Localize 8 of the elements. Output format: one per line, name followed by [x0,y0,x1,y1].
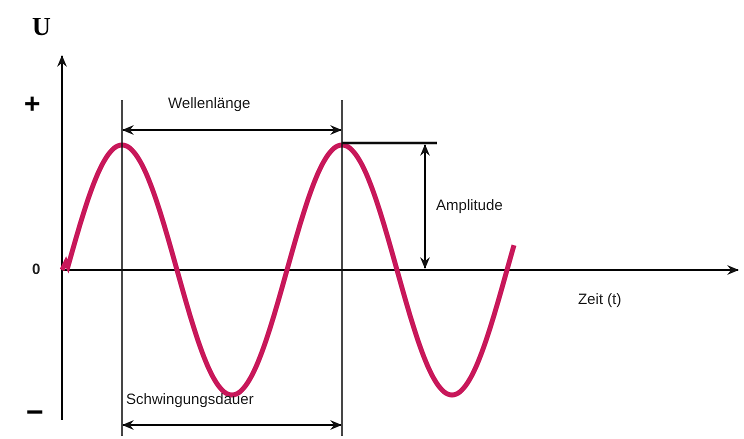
dimension-label: Schwingungsdauer [126,392,254,407]
tick-label: 0 [32,262,40,277]
axis-label: Zeit (t) [578,292,622,307]
tick-label: + [24,90,40,118]
dimension-label: Amplitude [436,198,503,213]
dimension-label: Wellenlänge [168,96,250,111]
tick-label: − [26,398,44,428]
axis-label: U [32,14,51,40]
